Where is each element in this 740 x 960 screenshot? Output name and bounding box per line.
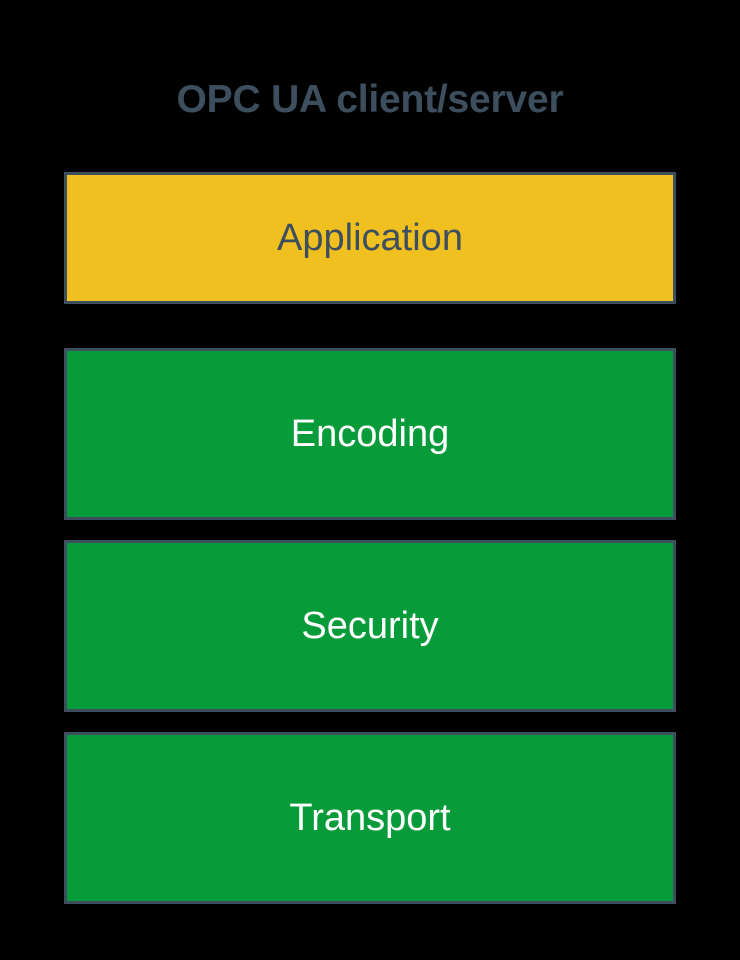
- layer-box-encoding: Encoding: [64, 348, 676, 520]
- layer-label-transport: Transport: [289, 797, 451, 839]
- layer-label-security: Security: [301, 605, 439, 647]
- layer-box-transport: Transport: [64, 732, 676, 904]
- page-title: OPC UA client/server: [176, 78, 564, 121]
- layer-stack: Application Encoding Security Transport: [64, 172, 676, 904]
- layer-label-encoding: Encoding: [290, 413, 450, 455]
- layer-box-application: Application: [64, 172, 676, 304]
- layer-label-application: Application: [277, 217, 463, 259]
- layer-box-security: Security: [64, 540, 676, 712]
